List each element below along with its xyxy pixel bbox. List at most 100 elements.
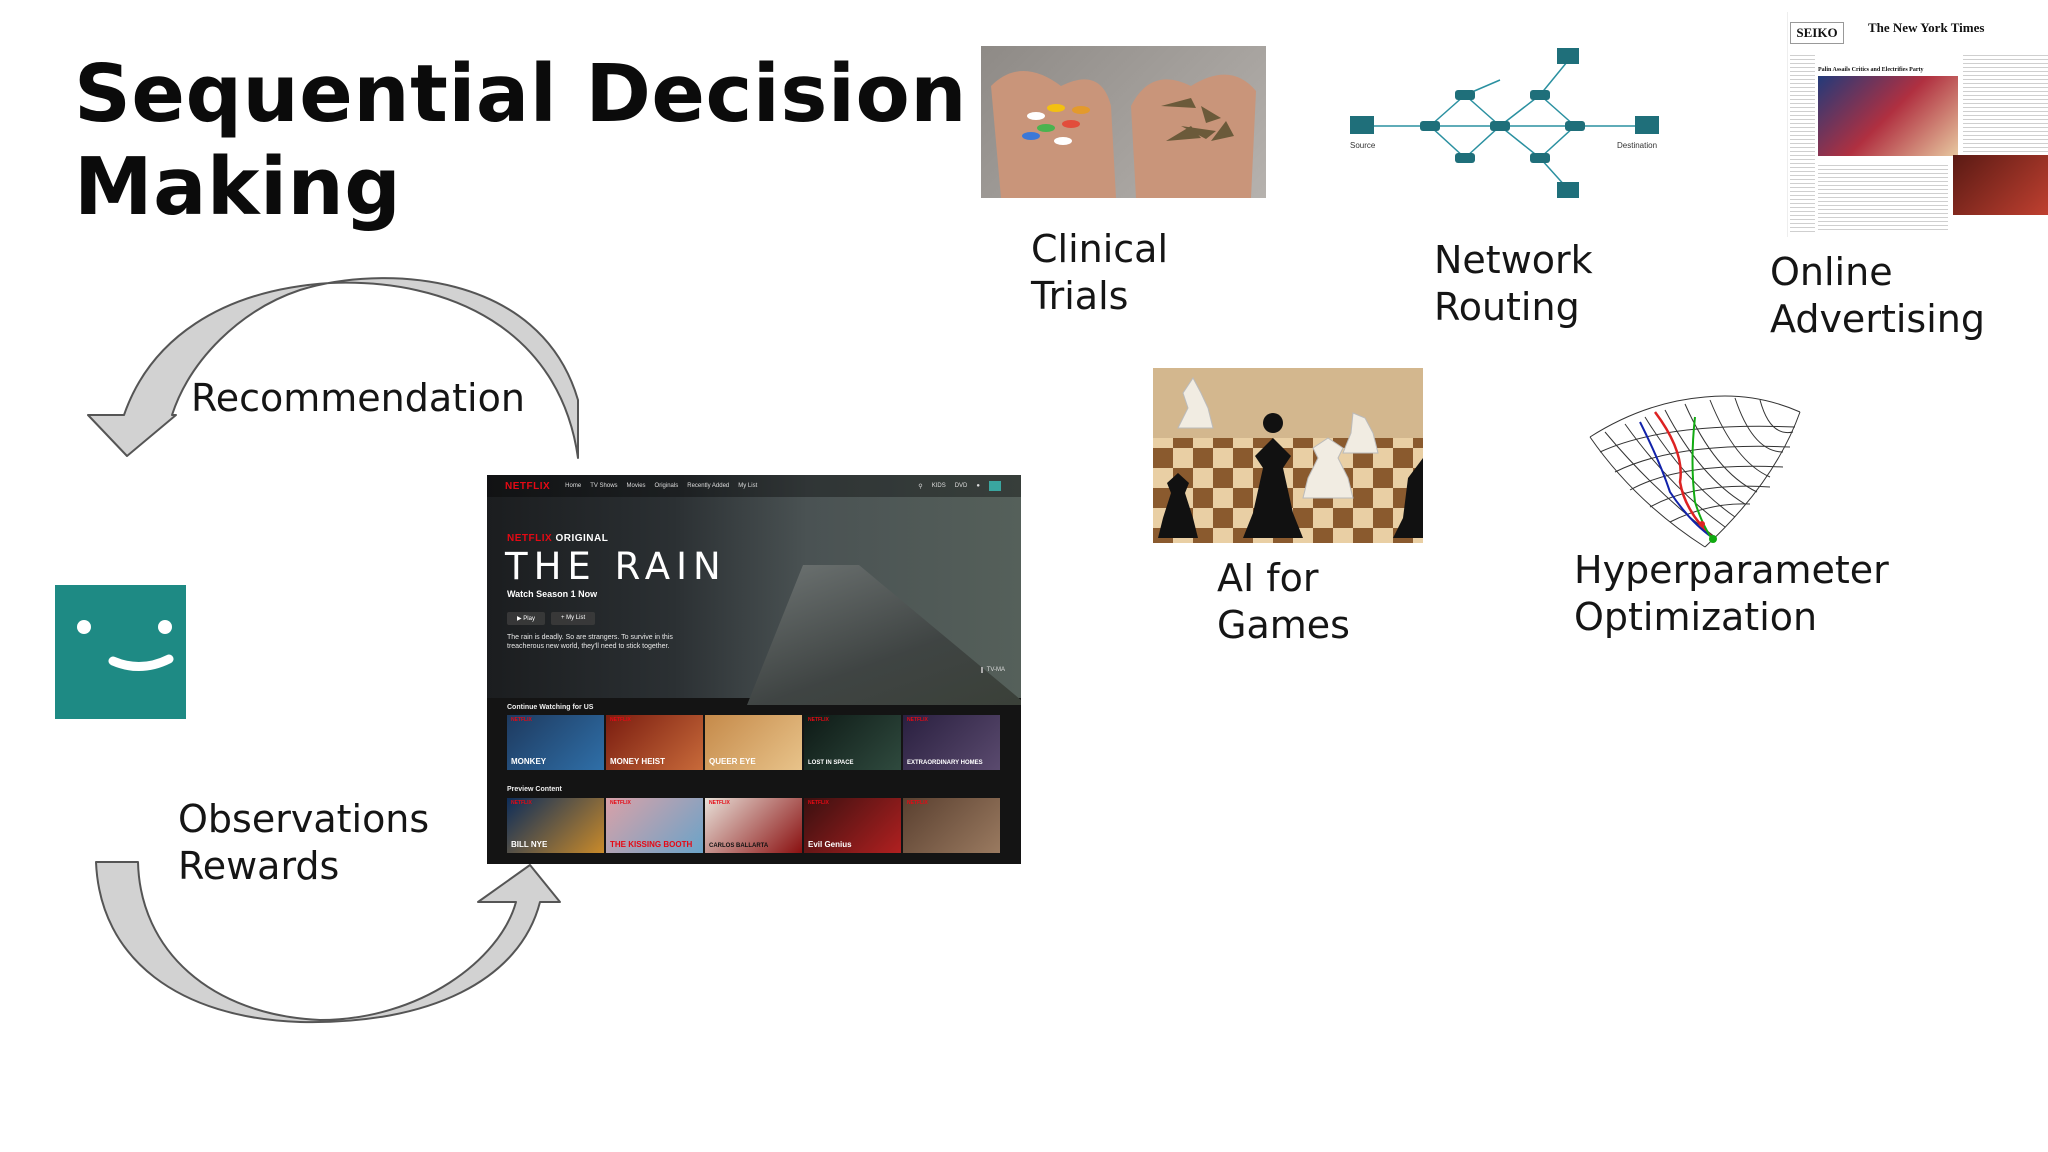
nav-tv-shows[interactable]: TV Shows	[590, 483, 618, 489]
seiko-ad: SEIKO	[1790, 22, 1844, 44]
network-routing-diagram: Source Destination	[1350, 48, 1659, 198]
news-photo	[1818, 76, 1958, 156]
netflix-nav: NETFLIX Home TV Shows Movies Originals R…	[487, 475, 1021, 497]
recommendation-text: Recommendation	[191, 376, 525, 420]
app-label-line-2: Advertising	[1770, 297, 1985, 341]
title-card[interactable]: NETFLIX CARLOS BALLARTA	[705, 798, 802, 853]
app-label-line-1: Network	[1434, 238, 1593, 282]
title-card-label: EXTRAORDINARY HOMES	[907, 760, 983, 766]
app-label-network-routing: Network Routing	[1434, 237, 1593, 331]
title-card-label: LOST IN SPACE	[808, 760, 854, 766]
title-card[interactable]: NETFLIX MONEY HEIST	[606, 715, 703, 770]
app-label-line-1: AI for	[1217, 556, 1319, 600]
title-card[interactable]: NETFLIX Evil Genius	[804, 798, 901, 853]
feedback-label: Observations Rewards	[178, 796, 429, 890]
nav-home[interactable]: Home	[565, 483, 582, 489]
nav-dvd[interactable]: DVD	[954, 483, 968, 489]
observations-text: Observations	[178, 797, 430, 841]
title-card-label: CARLOS BALLARTA	[709, 843, 769, 849]
tile-badge: NETFLIX	[610, 717, 631, 723]
title-card-label: MONEY HEIST	[610, 757, 665, 766]
avatar[interactable]	[989, 481, 1001, 491]
app-label-line-2: Routing	[1434, 285, 1580, 329]
app-label-line-2: Games	[1217, 603, 1350, 647]
original-prefix: NETFLIX	[507, 533, 553, 544]
text-columns	[1790, 52, 1815, 232]
tile-badge: NETFLIX	[610, 800, 631, 806]
row-title-continue: Continue Watching for US	[507, 704, 594, 711]
maturity-rating: TV-MA	[980, 667, 1005, 673]
watch-text: Watch Season 1 Now	[507, 589, 598, 599]
nav-recently-added[interactable]: Recently Added	[687, 483, 730, 489]
netflix-logo: NETFLIX	[505, 480, 551, 492]
original-suffix: ORIGINAL	[555, 533, 609, 544]
bell-icon[interactable]: ●	[976, 483, 980, 489]
nyt-masthead: The New York Times	[1868, 20, 1985, 35]
newspaper-ad-screenshot: SEIKO The New York Times Palin Assails C…	[1787, 12, 2048, 237]
app-label-line-1: Clinical	[1031, 227, 1169, 271]
show-title: THE RAIN	[505, 545, 727, 588]
title-card[interactable]: NETFLIX	[903, 798, 1000, 853]
netflix-smile-logo	[55, 585, 186, 719]
text-columns	[1963, 52, 2048, 152]
headline: Palin Assails Critics and Electrifies Pa…	[1818, 67, 1924, 73]
app-label-line-2: Trials	[1031, 274, 1129, 318]
title-card[interactable]: NETFLIX EXTRAORDINARY HOMES	[903, 715, 1000, 770]
hero-road-image	[747, 565, 1021, 705]
destination-label: Destination	[1617, 141, 1657, 150]
recommendation-arrow	[87, 277, 579, 459]
app-label-line-1: Hyperparameter	[1574, 548, 1889, 592]
title-line-2: Making	[74, 141, 402, 233]
title-card-label: THE KISSING BOOTH	[610, 840, 693, 849]
nav-originals[interactable]: Originals	[654, 483, 679, 489]
continue-watching-row: NETFLIX MONKEY NETFLIX MONEY HEIST QUEER E…	[507, 715, 1000, 770]
rewards-text: Rewards	[178, 844, 340, 888]
row-title-preview: Preview Content	[507, 786, 562, 793]
play-button[interactable]: ▶ Play	[507, 612, 545, 625]
tile-badge: NETFLIX	[511, 800, 532, 806]
tile-badge: NETFLIX	[808, 800, 829, 806]
recommendation-label: Recommendation	[191, 375, 525, 422]
video-ad	[1953, 155, 2048, 215]
my-list-button[interactable]: + My List	[550, 612, 596, 625]
tile-badge: NETFLIX	[907, 717, 928, 723]
pills-and-herbs-icon	[991, 71, 1256, 198]
text-columns	[1818, 162, 1948, 232]
chess-photo	[1153, 368, 1423, 543]
title-card-label: MONKEY	[511, 757, 547, 766]
title-card[interactable]: QUEER EYE	[705, 715, 802, 770]
original-badge: NETFLIX ORIGINAL	[507, 533, 608, 544]
loop-arrows	[87, 277, 579, 1024]
app-label-line-2: Optimization	[1574, 595, 1818, 639]
title-card[interactable]: NETFLIX MONKEY	[507, 715, 604, 770]
clinical-trials-photo	[981, 46, 1266, 198]
nav-my-list[interactable]: My List	[738, 483, 758, 489]
hero-buttons: ▶ Play + My List	[507, 612, 596, 625]
optimization-surface-plot	[1589, 395, 1801, 548]
app-label-online-advertising: Online Advertising	[1770, 249, 1985, 343]
netflix-screenshot: NETFLIX Home TV Shows Movies Originals R…	[487, 475, 1021, 864]
nav-movies[interactable]: Movies	[626, 483, 646, 489]
title-card-label: Evil Genius	[808, 840, 852, 849]
app-label-hyperparameter-optimization: Hyperparameter Optimization	[1574, 547, 1889, 641]
smile-face-icon	[77, 620, 174, 671]
hero-banner	[487, 475, 1021, 705]
title-card[interactable]: NETFLIX THE KISSING BOOTH	[606, 798, 703, 853]
tile-badge: NETFLIX	[709, 800, 730, 806]
title-card-label: QUEER EYE	[709, 757, 756, 766]
app-label-clinical-trials: Clinical Trials	[1031, 226, 1168, 320]
search-icon[interactable]: ⚲	[918, 483, 923, 490]
title-line-1: Sequential Decision	[74, 48, 968, 140]
tile-badge: NETFLIX	[907, 800, 928, 806]
app-label-line-1: Online	[1770, 250, 1893, 294]
chess-pieces-icon	[1153, 368, 1423, 543]
nav-kids[interactable]: KIDS	[931, 483, 946, 489]
slide-title: Sequential Decision Making	[74, 48, 967, 234]
synopsis: The rain is deadly. So are strangers. To…	[507, 634, 673, 650]
app-label-ai-for-games: AI for Games	[1217, 555, 1350, 649]
source-label: Source	[1350, 141, 1376, 150]
tile-badge: NETFLIX	[511, 717, 532, 723]
